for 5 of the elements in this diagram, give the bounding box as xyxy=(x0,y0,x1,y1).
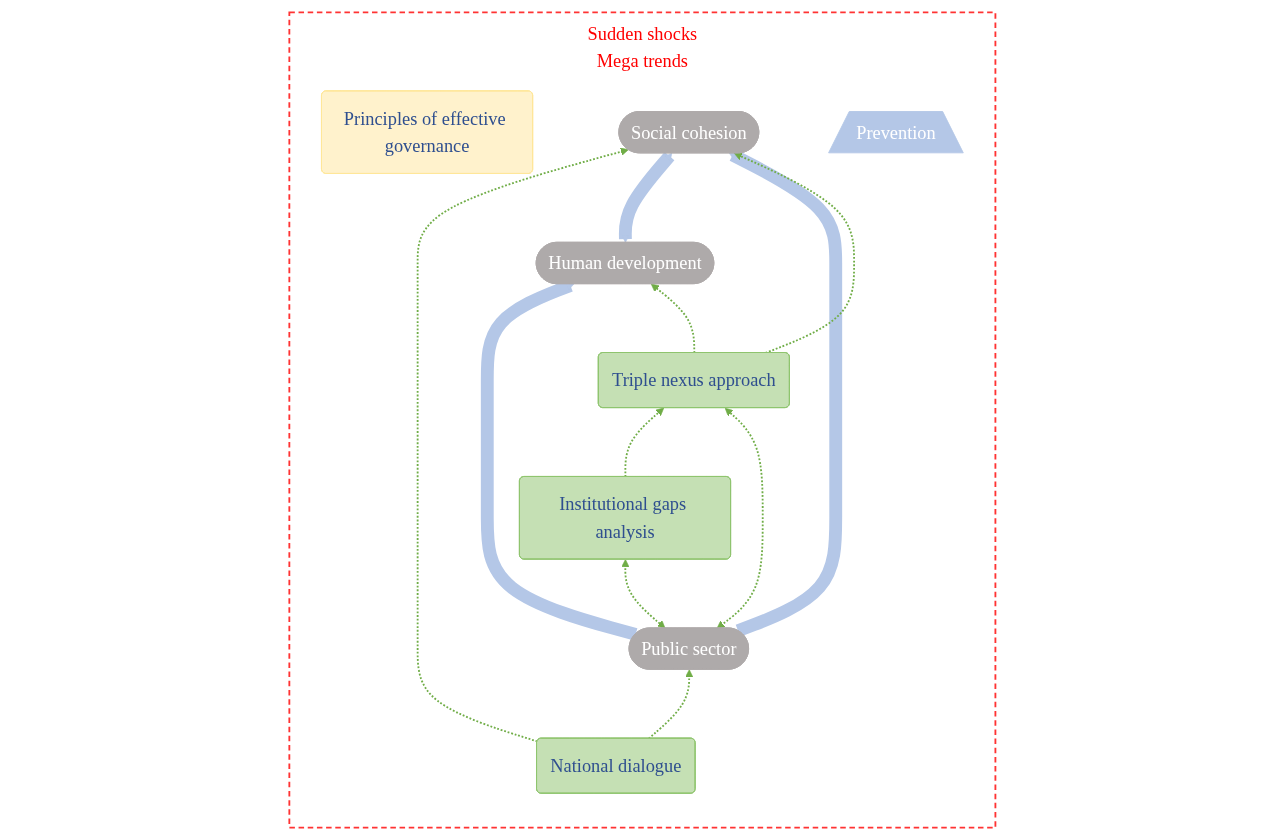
arrow xyxy=(733,152,855,354)
arrow xyxy=(416,147,629,743)
arrow xyxy=(716,407,764,629)
arrow xyxy=(618,151,674,243)
arrow xyxy=(620,559,666,629)
